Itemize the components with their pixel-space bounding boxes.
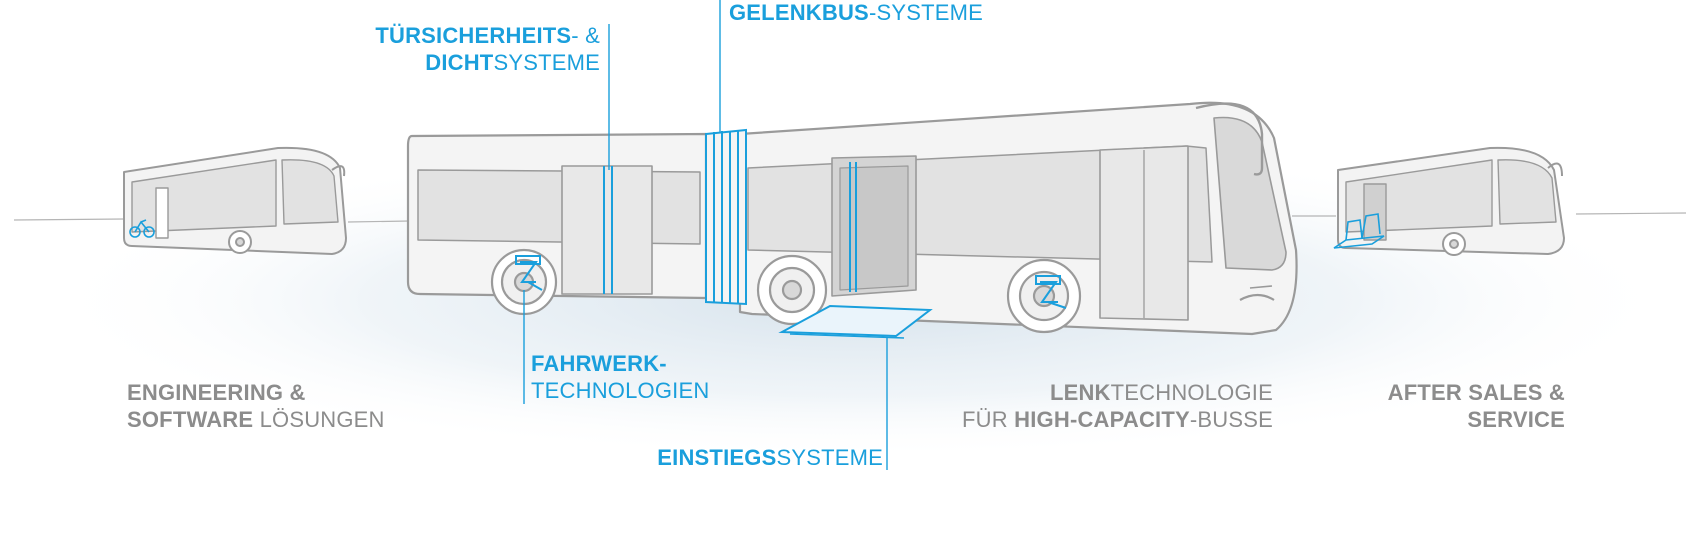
horizon-line — [13, 212, 1687, 223]
door-label-line1-bold: TÜRSICHERHEITS — [375, 23, 572, 48]
label-chassis-technologies: FAHRWERK- TECHNOLOGIEN — [531, 350, 709, 404]
articulated-label-bold: GELENKBUS — [729, 0, 869, 25]
engineering-label-line2-bold: SOFTWARE — [127, 407, 254, 432]
bicycle-icon — [129, 219, 155, 238]
steering-label-line2-pre: FÜR — [962, 407, 1015, 432]
steering-label-line2-rest: -BUSSE — [1189, 407, 1273, 432]
small-bus-right — [1337, 146, 1565, 256]
aftersales-label-line1-bold: AFTER SALES & — [1387, 380, 1565, 405]
entry-ramp-edge — [789, 333, 905, 339]
service-ramp-icon — [1333, 213, 1385, 249]
steering-label-line1-rest: TECHNOLOGIE — [1110, 380, 1273, 405]
steering-label-line1-bold: LENK — [1049, 380, 1111, 405]
door-seal-highlight — [603, 162, 857, 294]
label-steering-technology: LENKTECHNOLOGIE FÜR HIGH-CAPACITY-BUSSE — [962, 379, 1273, 433]
label-entry-systems: EINSTIEGSSYSTEME — [657, 444, 883, 471]
leader-lines — [523, 0, 888, 470]
label-after-sales-service: AFTER SALES & SERVICE — [1388, 379, 1565, 433]
engineering-label-line2-rest: LÖSUNGEN — [253, 407, 385, 432]
entry-label-bold: EINSTIEGS — [657, 445, 777, 470]
steering-label-line2-bold: HIGH-CAPACITY — [1014, 407, 1190, 432]
chassis-label-line1-bold: FAHRWERK- — [531, 351, 667, 376]
engineering-label-line1-bold: ENGINEERING & — [127, 380, 306, 405]
articulated-label-rest: -SYSTEME — [868, 0, 983, 25]
suspension-icon — [515, 255, 543, 291]
label-engineering-software: ENGINEERING & SOFTWARE LÖSUNGEN — [127, 379, 385, 433]
label-articulated-systems: GELENKBUS-SYSTEME — [729, 0, 983, 26]
articulated-bus — [406, 101, 1298, 336]
steering-icon — [1035, 275, 1067, 309]
articulation-joint — [705, 128, 747, 306]
door-label-line2-rest: SYSTEME — [493, 50, 600, 75]
small-bus-left — [123, 146, 347, 255]
entry-label-rest: SYSTEME — [776, 445, 883, 470]
door-label-line2-bold: DICHT — [425, 50, 494, 75]
door-label-line1-rest: - & — [571, 23, 600, 48]
entry-ramp — [778, 304, 933, 338]
label-door-systems: TÜRSICHERHEITS- & DICHTSYSTEME — [375, 22, 600, 76]
aftersales-label-line2-bold: SERVICE — [1467, 407, 1565, 432]
chassis-label-line2: TECHNOLOGIEN — [531, 378, 710, 403]
